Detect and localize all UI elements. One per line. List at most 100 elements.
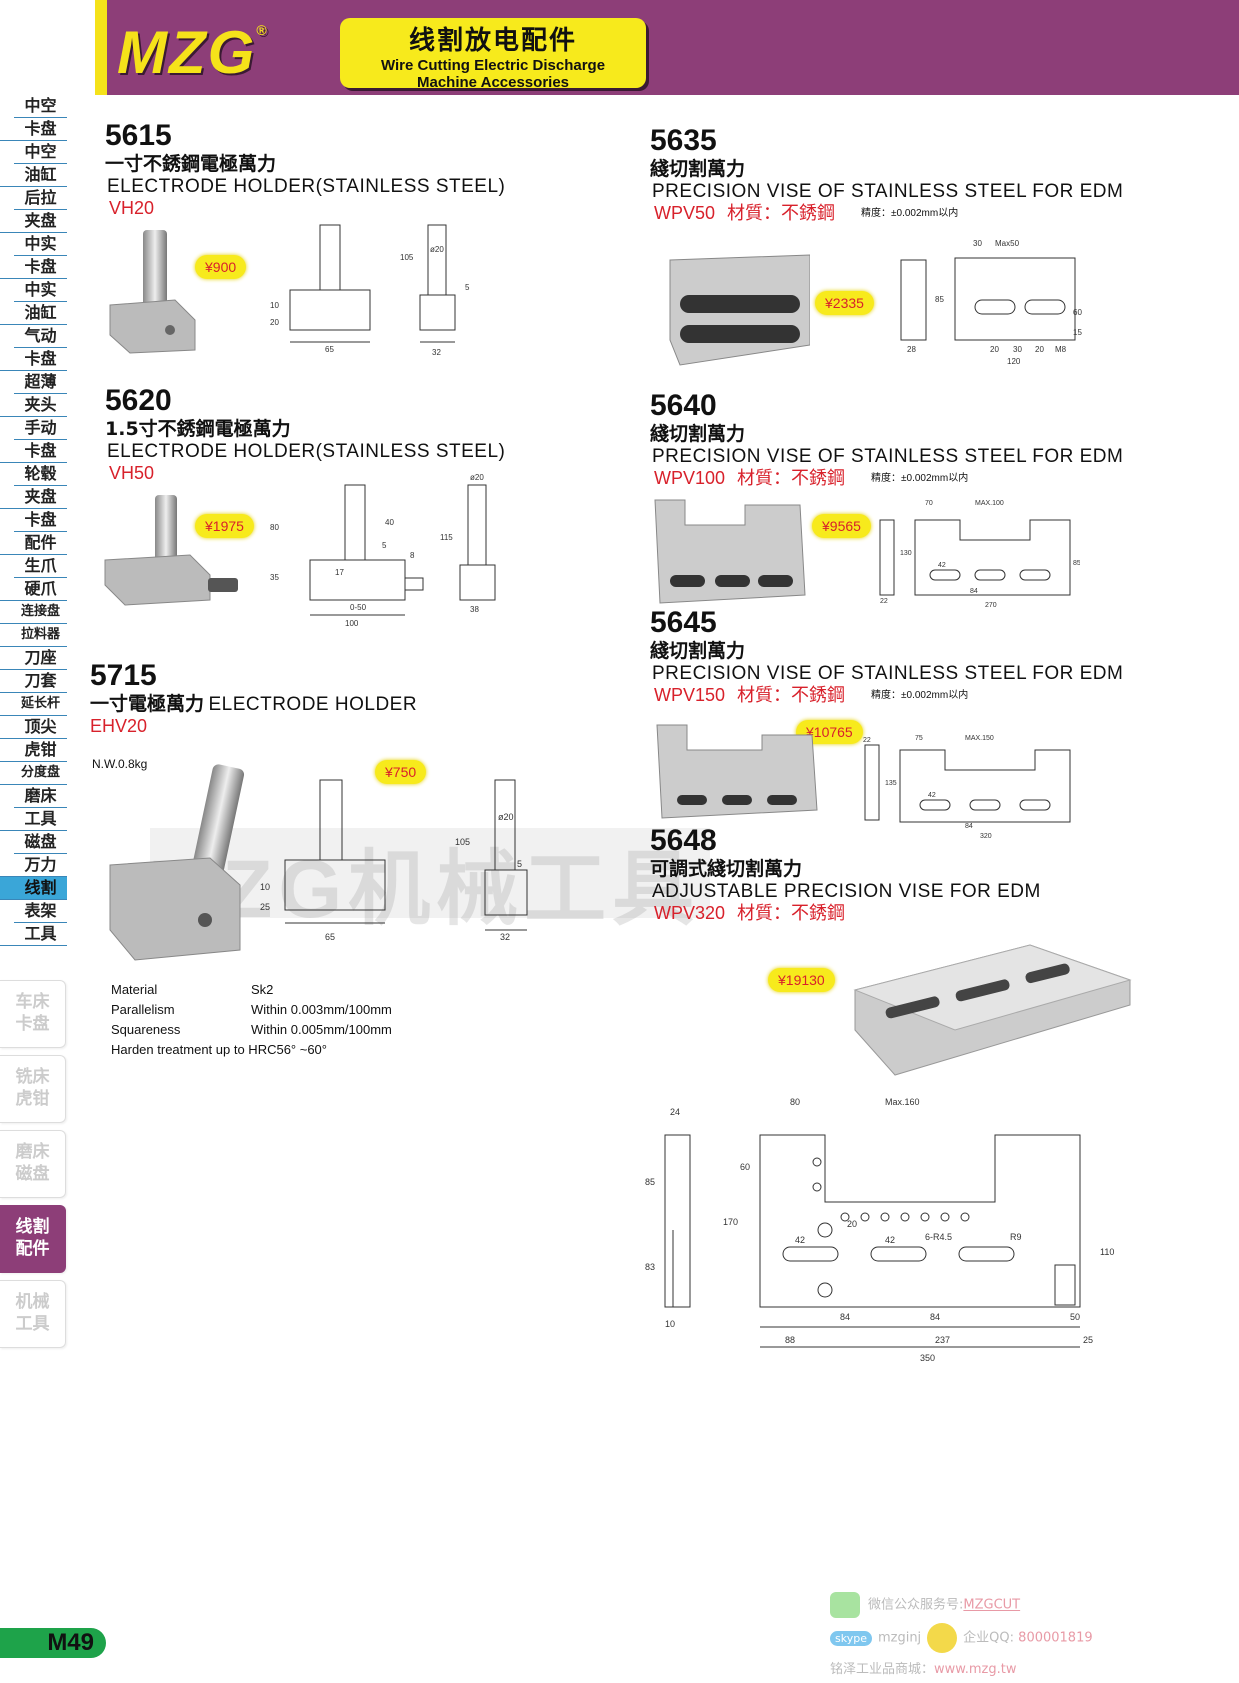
dim-label: 50	[1070, 1312, 1080, 1322]
dim-label: 25	[260, 902, 270, 912]
electrode-holder-photo	[104, 495, 238, 606]
product-name-cn: 可調式綫切割萬力	[650, 858, 803, 880]
sidebar-item[interactable]: 后拉夹盘	[0, 187, 67, 233]
sidebar-item-label: 刀套	[24, 671, 57, 690]
sidebar-item-label: 夹头	[14, 393, 67, 416]
sidebar-item-label: 卡盘	[14, 255, 67, 278]
section-title-en-1: Wire Cutting Electric Discharge	[380, 57, 606, 74]
sidebar-item-label: 中空	[24, 142, 57, 161]
product-number: 5640	[650, 389, 717, 422]
page-number: M49	[0, 1628, 106, 1658]
sidebar-item[interactable]: 卡盘配件	[0, 509, 67, 555]
sidebar-item[interactable]: 刀座	[0, 647, 67, 670]
dim-label: 10	[665, 1319, 675, 1329]
sidebar-item[interactable]: 超薄夹头	[0, 371, 67, 417]
drawing-5640: 70 MAX.100 130 42 84 270 85 22	[879, 500, 1080, 609]
sidebar-item[interactable]: 刀套	[0, 670, 67, 693]
dim-label: 85	[935, 295, 944, 304]
sidebar-item-label: 卡盘	[14, 117, 67, 140]
section-tab[interactable]: 磨床磁盘	[0, 1130, 66, 1198]
dim-label: 0-50	[350, 603, 367, 612]
sidebar-item[interactable]: 中实卡盘	[0, 233, 67, 279]
sidebar-item[interactable]: 磨床工具	[0, 785, 67, 831]
dim-label: 22	[880, 598, 888, 605]
price-badge: ¥9565	[812, 514, 871, 538]
sidebar-item[interactable]: 拉料器	[0, 624, 67, 647]
sidebar-item[interactable]: 轮毂夹盘	[0, 463, 67, 509]
dim-label: 5	[465, 283, 470, 292]
sidebar-item[interactable]: 虎钳	[0, 739, 67, 762]
price-badge: ¥900	[195, 255, 247, 279]
skype-icon: skype	[830, 1630, 872, 1646]
drawing-5620: 80 35 40 5 17 8 0-50 100 115 ø20 38	[270, 473, 496, 628]
section-tab-label: 配件	[15, 1239, 50, 1259]
section-title-cn: 线割放电配件	[408, 26, 577, 56]
sidebar-item-label: 工具	[14, 922, 67, 945]
dim-label: 350	[920, 1353, 935, 1363]
dim-label: 42	[795, 1235, 805, 1245]
footer-shop: 铭泽工业品商城：www.mzg.tw	[830, 1662, 1017, 1677]
sidebar-item-label: 虎钳	[24, 740, 57, 759]
dim-label: 15	[1073, 328, 1082, 337]
dim-label: MAX.150	[965, 735, 994, 742]
product-name-en: PRECISION VISE OF STAINLESS STEEL FOR ED…	[652, 446, 1124, 467]
product-name-en: PRECISION VISE OF STAINLESS STEEL FOR ED…	[652, 181, 1124, 202]
product-name-en: ADJUSTABLE PRECISION VISE FOR EDM	[652, 881, 1041, 902]
brand-logo: MZG®	[117, 19, 269, 86]
section-tab-label: 磁盘	[15, 1164, 50, 1184]
sidebar-item[interactable]: 中实油缸	[0, 279, 67, 325]
sidebar-item[interactable]: 中空卡盘	[0, 95, 67, 141]
dim-label: 6-R4.5	[925, 1232, 952, 1242]
section-tab[interactable]: 线割配件	[0, 1205, 66, 1273]
product-5715: 5715 一寸電極萬力 ELECTRODE HOLDER EHV20	[90, 660, 570, 737]
dim-label: 35	[270, 573, 279, 582]
sidebar-item[interactable]: 手动卡盘	[0, 417, 67, 463]
product-name-en: ELECTRODE HOLDER(STAINLESS STEEL)	[107, 441, 506, 462]
sidebar-item[interactable]: 顶尖	[0, 716, 67, 739]
section-tab[interactable]: 铣床虎钳	[0, 1055, 66, 1123]
sidebar-item[interactable]: 气动卡盘	[0, 325, 67, 371]
product-5635: 5635 綫切割萬力 PRECISION VISE OF STAINLESS S…	[650, 125, 1230, 224]
product-name-cn: 綫切割萬力	[650, 158, 746, 180]
dim-label: 42	[885, 1235, 895, 1245]
sidebar-item-label: 顶尖	[24, 717, 57, 736]
section-tab-label: 磨床	[15, 1142, 50, 1162]
section-tab[interactable]: 机械工具	[0, 1280, 66, 1348]
sidebar-item[interactable]: 磁盘万力	[0, 831, 67, 877]
sidebar-item[interactable]: 表架工具	[0, 900, 67, 946]
product-number: 5635	[650, 124, 717, 157]
product-number: 5648	[650, 824, 717, 857]
section-tabs: 车床卡盘铣床虎钳磨床磁盘线割配件机械工具	[0, 980, 68, 1355]
dim-label: 85	[645, 1177, 655, 1187]
product-5620: 5620 1.5寸不銹鋼電極萬力 ELECTRODE HOLDER(STAINL…	[105, 385, 585, 484]
sidebar-item-label: 中实	[24, 234, 57, 253]
vise-photo	[656, 724, 818, 819]
sidebar-item-label: 拉料器	[20, 627, 60, 642]
sidebar-item[interactable]: 延长杆	[0, 693, 67, 716]
dim-label: Max.160	[885, 1097, 920, 1107]
sidebar-item-label: 分度盘	[20, 765, 60, 780]
product-name-en: ELECTRODE HOLDER	[208, 694, 418, 715]
sidebar-item[interactable]: 连接盘	[0, 601, 67, 624]
sidebar-item[interactable]: 分度盘	[0, 762, 67, 785]
sidebar-item[interactable]: 生爪硬爪	[0, 555, 67, 601]
dim-label: 30	[973, 239, 982, 248]
dim-label: 17	[335, 568, 344, 577]
dim-label: M8	[1055, 345, 1067, 354]
sidebar-item[interactable]: 中空油缸	[0, 141, 67, 187]
section-tab[interactable]: 车床卡盘	[0, 980, 66, 1048]
sidebar-item-label: 夹盘	[14, 209, 67, 232]
dim-label: 135	[885, 780, 897, 787]
sidebar-item-label: 线割	[24, 878, 57, 897]
product-name-en: ELECTRODE HOLDER(STAINLESS STEEL)	[107, 176, 506, 197]
shop-link[interactable]: www.mzg.tw	[934, 1662, 1017, 1677]
section-tab-label: 线割	[15, 1217, 50, 1237]
sidebar-item-label: 硬爪	[14, 577, 67, 600]
dim-label: ø20	[430, 245, 444, 254]
dim-label: 30	[1013, 345, 1022, 354]
sidebar-item[interactable]: 线割	[0, 877, 67, 900]
product-model: VH50	[109, 463, 155, 483]
